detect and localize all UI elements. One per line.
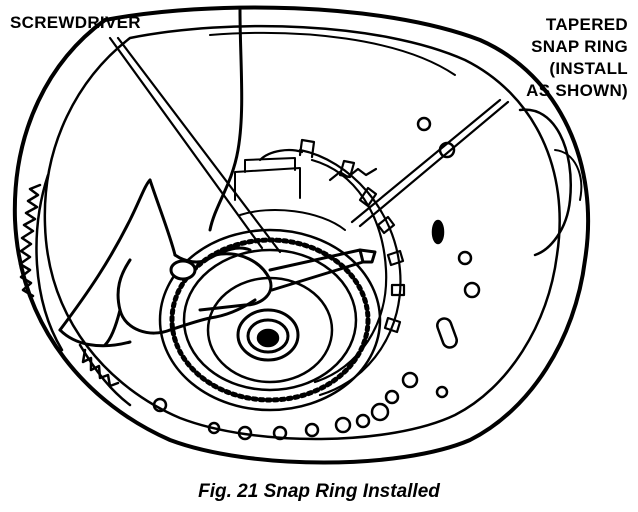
label-snap-ring: TAPERED SNAP RING (INSTALL AS SHOWN) bbox=[526, 15, 628, 100]
left-gear-teeth bbox=[18, 173, 132, 407]
transmission-housing bbox=[12, 5, 591, 465]
screwdriver-tool bbox=[198, 248, 377, 312]
label-snap-ring-line-4: AS SHOWN) bbox=[526, 81, 628, 100]
label-snap-ring-line-1: TAPERED bbox=[546, 15, 628, 34]
label-screwdriver: SCREWDRIVER bbox=[10, 13, 141, 32]
bolt-holes bbox=[152, 116, 481, 441]
label-snap-ring-line-3: (INSTALL bbox=[549, 59, 628, 78]
label-snap-ring-line-2: SNAP RING bbox=[531, 37, 628, 56]
clutch-pack bbox=[258, 138, 406, 397]
leader-lines bbox=[108, 36, 510, 254]
technician-hand bbox=[58, 8, 257, 348]
figure-caption: Fig. 21 Snap Ring Installed bbox=[198, 481, 440, 502]
